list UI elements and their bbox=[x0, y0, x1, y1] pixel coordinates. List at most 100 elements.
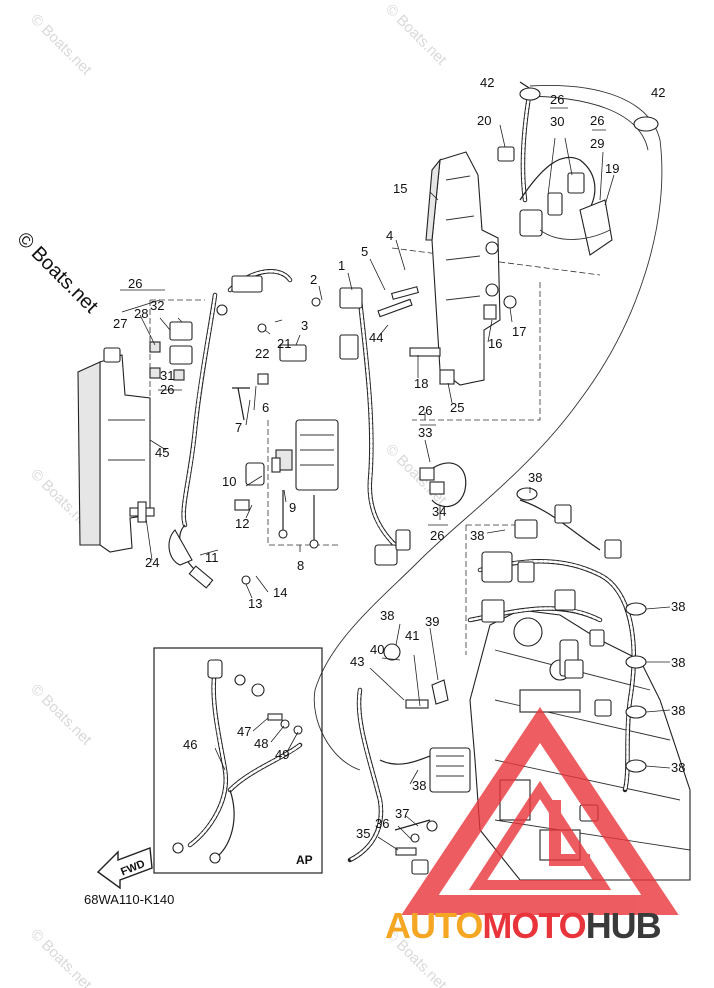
outer-harness-outline-inner bbox=[519, 95, 649, 151]
small-fuse-parts bbox=[232, 287, 363, 585]
watermark: © Boats.net bbox=[382, 1, 450, 69]
callout-label: 7 bbox=[235, 420, 242, 435]
callout-label: 48 bbox=[254, 736, 268, 751]
callout-label: 18 bbox=[414, 376, 428, 391]
watermark-main: © Boats.net bbox=[12, 228, 102, 318]
callout-label: 38 bbox=[671, 655, 685, 670]
callout-label: 38 bbox=[671, 703, 685, 718]
callout-label: 26 bbox=[418, 403, 432, 418]
callout-label: 28 bbox=[134, 306, 148, 321]
callout-label: 36 bbox=[375, 816, 389, 831]
callout-label: 8 bbox=[297, 558, 304, 573]
right-engine-harness bbox=[467, 487, 671, 822]
callout-label: 16 bbox=[488, 336, 502, 351]
callout-label: 24 bbox=[145, 555, 159, 570]
callout-label: 20 bbox=[477, 113, 491, 128]
ap-inset-box bbox=[153, 647, 323, 874]
upper-harness-connectors bbox=[497, 81, 659, 256]
group-bracket bbox=[120, 107, 606, 526]
logo-part-hub: HUB bbox=[586, 905, 661, 946]
callout-label: 3 bbox=[301, 318, 308, 333]
rectifier-regulator bbox=[245, 419, 340, 546]
callout-label: 29 bbox=[590, 136, 604, 151]
logo-word: AUTOMOTOHUB bbox=[385, 905, 661, 946]
automotohub-logo: AUTOMOTOHUB bbox=[385, 706, 679, 946]
watermark: © Boats.net bbox=[27, 11, 95, 79]
callout-label: 40 bbox=[370, 642, 384, 657]
callout-label: 5 bbox=[361, 244, 368, 259]
callout-label: 43 bbox=[350, 654, 364, 669]
callout-label: 38 bbox=[671, 760, 685, 775]
watermark: © Boats.net bbox=[382, 441, 450, 509]
callout-label: 9 bbox=[289, 500, 296, 515]
callout-label: 2 bbox=[310, 272, 317, 287]
callout-label: 44 bbox=[369, 330, 383, 345]
callout-label: 12 bbox=[235, 516, 249, 531]
callout-label: 38 bbox=[528, 470, 542, 485]
callout-label: 38 bbox=[671, 599, 685, 614]
callout-label: 15 bbox=[393, 181, 407, 196]
callout-label: 46 bbox=[183, 737, 197, 752]
logo-part-auto: AUTO bbox=[385, 905, 482, 946]
callout-label: 35 bbox=[356, 826, 370, 841]
callout-label: 45 bbox=[155, 445, 169, 460]
sensor-connectors bbox=[419, 412, 467, 520]
callout-label: 26 bbox=[430, 528, 444, 543]
watermark: © Boats.net bbox=[27, 681, 95, 749]
callout-label: 13 bbox=[248, 596, 262, 611]
callout-label: 39 bbox=[425, 614, 439, 629]
ap-label: AP bbox=[296, 853, 313, 867]
callout-label: 21 bbox=[277, 336, 291, 351]
callout-label: 27 bbox=[113, 316, 127, 331]
plug-cap bbox=[168, 529, 193, 566]
outer-harness-outline bbox=[313, 85, 663, 771]
callout-label: 25 bbox=[450, 400, 464, 415]
callout-label: 34 bbox=[432, 504, 446, 519]
callout-label: 37 bbox=[395, 806, 409, 821]
left-wire-harness bbox=[179, 269, 398, 589]
relay-group bbox=[121, 299, 193, 381]
callout-label: 32 bbox=[150, 298, 164, 313]
callout-label: 41 bbox=[405, 628, 419, 643]
callout-label: 11 bbox=[205, 550, 219, 565]
callout-label: 6 bbox=[262, 400, 269, 415]
lower-center-coil bbox=[374, 529, 411, 566]
callout-label: 38 bbox=[470, 528, 484, 543]
callout-label: 26 bbox=[590, 113, 604, 128]
callout-label: 38 bbox=[412, 778, 426, 793]
ground-wire bbox=[282, 490, 315, 540]
callout-label: 31 bbox=[160, 368, 174, 383]
lower-dashed-guide bbox=[465, 524, 520, 655]
callout-label: 19 bbox=[605, 161, 619, 176]
callout-label: 49 bbox=[275, 747, 289, 762]
bracket-fasteners bbox=[377, 286, 517, 385]
callout-label: 47 bbox=[237, 724, 251, 739]
callout-label: 4 bbox=[386, 228, 393, 243]
top-left-connector bbox=[216, 275, 263, 316]
callout-label: 42 bbox=[480, 75, 494, 90]
logo-part-moto: MOTO bbox=[482, 905, 585, 946]
callout-label: 17 bbox=[512, 324, 526, 339]
forward-arrow-icon: FWD bbox=[96, 847, 153, 890]
callout-label: 26 bbox=[550, 92, 564, 107]
ecm-bracket bbox=[425, 151, 501, 386]
assembly-bracket-outline bbox=[149, 247, 601, 421]
part-code: 68WA110-K140 bbox=[84, 892, 174, 907]
callout-label: 26 bbox=[160, 382, 174, 397]
callout-label: 26 bbox=[128, 276, 142, 291]
callout-labels: 1 2 3 4 5 6 7 8 9 10 11 12 13 14 15 16 1… bbox=[113, 75, 685, 841]
callout-label: 42 bbox=[651, 85, 665, 100]
callout-label: 1 bbox=[338, 258, 345, 273]
logo-triangle-icon bbox=[401, 706, 679, 915]
lower-center-harness bbox=[347, 643, 471, 875]
callout-label: 10 bbox=[222, 474, 236, 489]
cover-clip bbox=[129, 501, 155, 523]
callout-label: 30 bbox=[550, 114, 564, 129]
callout-label: 22 bbox=[255, 346, 269, 361]
callout-label: 38 bbox=[380, 608, 394, 623]
watermark: © Boats.net bbox=[27, 926, 95, 988]
callout-label: 14 bbox=[273, 585, 287, 600]
leader-lines bbox=[145, 124, 615, 851]
callout-label: 33 bbox=[418, 425, 432, 440]
